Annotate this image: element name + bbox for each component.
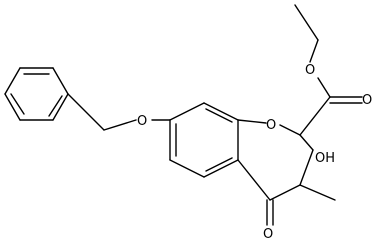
atom-label-ketone-oxygen: O xyxy=(263,227,273,242)
bond xyxy=(279,124,301,136)
bond-inner xyxy=(205,157,233,172)
bond xyxy=(52,93,69,121)
bond xyxy=(169,159,205,178)
bond xyxy=(317,77,331,98)
bond-inner xyxy=(205,108,233,123)
bond xyxy=(4,93,21,121)
atom-label-ester-oxygen: O xyxy=(305,63,315,78)
bond-inner xyxy=(48,95,63,117)
bond xyxy=(237,159,271,201)
atom-label-benzyl-ether-oxygen: O xyxy=(137,114,147,129)
bond xyxy=(169,102,205,121)
bond xyxy=(309,39,319,63)
bond-inner xyxy=(10,93,25,115)
bond xyxy=(67,93,105,131)
bond xyxy=(269,184,301,201)
bond xyxy=(52,67,69,95)
bond xyxy=(299,184,336,201)
bond xyxy=(299,96,331,136)
bond xyxy=(294,4,319,41)
atom-label-carbonyl-oxygen: O xyxy=(362,93,372,108)
bond xyxy=(299,149,314,186)
bond xyxy=(203,102,239,121)
bond xyxy=(237,119,267,124)
atom-label-ring-oxygen: O xyxy=(266,118,276,133)
bond xyxy=(299,134,314,151)
bond xyxy=(4,67,21,95)
bond xyxy=(203,159,239,178)
atom-labels: O O O O OH O xyxy=(137,63,372,242)
atom-label-hydroxyl: OH xyxy=(315,151,335,166)
bonds xyxy=(4,4,363,226)
bond xyxy=(103,119,137,131)
